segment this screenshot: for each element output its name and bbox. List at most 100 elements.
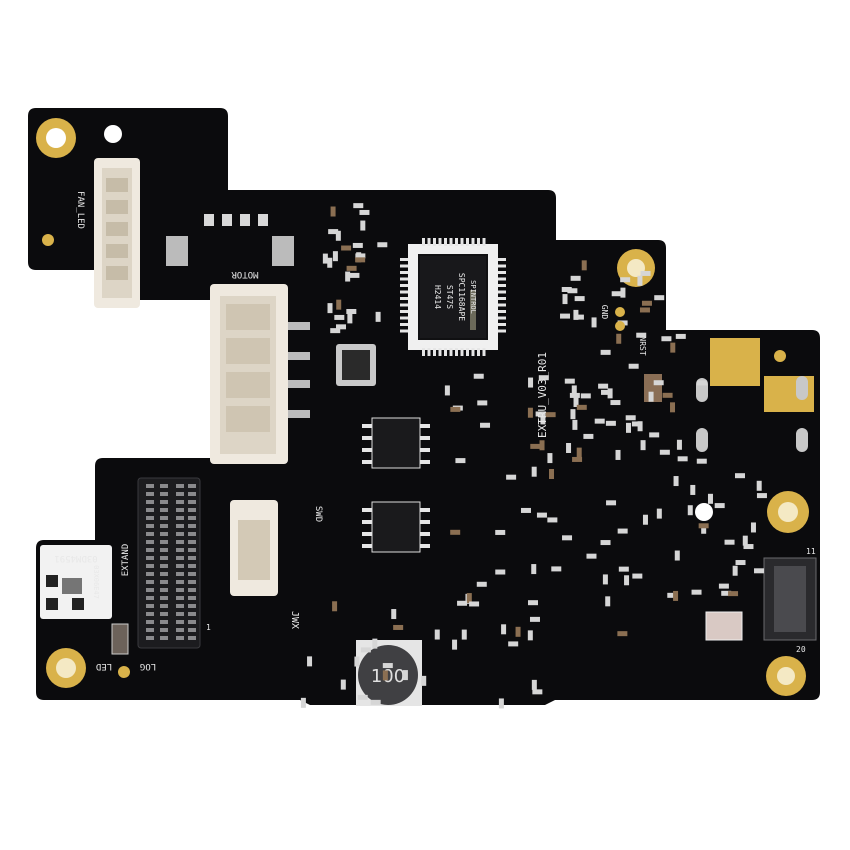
header-pin xyxy=(176,596,184,600)
header-pin xyxy=(176,532,184,536)
smd-part xyxy=(527,407,533,418)
header-pin xyxy=(146,564,154,568)
smd-part xyxy=(640,440,646,451)
mcu-lead xyxy=(498,323,506,326)
mcu-part: SPC1168APE xyxy=(457,273,466,321)
smd-part xyxy=(545,412,556,418)
smd-part xyxy=(335,230,341,241)
mounting-holes xyxy=(36,118,809,696)
mcu-lead xyxy=(433,348,436,356)
mcu-lead xyxy=(449,238,453,246)
smd-part xyxy=(570,275,581,281)
header-pin xyxy=(160,516,168,520)
smd-part xyxy=(721,590,732,596)
mcu-lead xyxy=(400,264,408,268)
smd-part xyxy=(547,517,558,523)
mcu-lead xyxy=(438,238,442,246)
qr-label xyxy=(40,545,112,619)
smd-part xyxy=(632,573,643,579)
header-pin xyxy=(160,500,168,504)
smd-part xyxy=(360,647,371,653)
mcu-lead xyxy=(400,316,408,320)
mcu-lead xyxy=(471,348,475,356)
smd-part xyxy=(677,456,688,462)
smd-part xyxy=(573,396,579,407)
smd-part xyxy=(480,422,491,428)
header-pin xyxy=(146,540,154,544)
header-pin xyxy=(188,596,196,600)
header-pin xyxy=(160,620,168,624)
smd-part xyxy=(594,418,605,424)
smd-part xyxy=(742,535,748,546)
header-pin xyxy=(176,628,184,632)
pad xyxy=(166,236,188,266)
silk-pin-11: 11 xyxy=(806,547,816,556)
smd-part xyxy=(673,476,679,487)
mcu-lead xyxy=(498,284,506,287)
header-pin xyxy=(176,540,184,544)
header-pin xyxy=(176,516,184,520)
ic-lead xyxy=(362,544,372,548)
header-pin xyxy=(160,540,168,544)
smd-part xyxy=(531,564,537,575)
smd-part xyxy=(561,286,572,292)
smd-part xyxy=(330,206,336,217)
mcu-lead xyxy=(400,290,408,294)
header-pin xyxy=(188,516,196,520)
smd-part xyxy=(382,663,393,669)
smd-part xyxy=(606,500,617,506)
smd-part xyxy=(327,303,333,314)
header-pin xyxy=(188,572,196,576)
smd-part xyxy=(562,535,573,541)
smd-part xyxy=(583,433,594,439)
smd-part xyxy=(639,307,650,313)
smd-part xyxy=(341,245,352,251)
mcu-lead xyxy=(477,348,480,356)
header-pin xyxy=(146,572,154,576)
header-pin xyxy=(160,508,168,512)
smd-part xyxy=(531,679,537,690)
led-component xyxy=(705,611,743,641)
smd-part xyxy=(605,596,611,607)
mcu-lead xyxy=(460,348,464,356)
header-pin xyxy=(146,484,154,488)
label-code: 03X06E47 xyxy=(92,565,100,599)
mcu-lead xyxy=(444,238,447,246)
header-pin xyxy=(146,516,154,520)
mcu-lead xyxy=(482,238,486,246)
header-pin xyxy=(160,588,168,592)
header-pin xyxy=(176,484,184,488)
header-pin xyxy=(160,604,168,608)
smd-pads xyxy=(204,214,268,226)
header-pin xyxy=(188,556,196,560)
header-pin xyxy=(188,636,196,640)
header-pin xyxy=(176,612,184,616)
mcu-lead xyxy=(498,290,506,294)
header-pin xyxy=(160,492,168,496)
smd-part xyxy=(547,453,553,464)
header-pin xyxy=(188,604,196,608)
smd-part xyxy=(628,363,639,369)
smd-part xyxy=(528,377,534,388)
smd-part xyxy=(732,565,738,576)
smd-part xyxy=(336,324,347,330)
smd-part xyxy=(360,220,366,231)
led-component xyxy=(111,623,129,655)
smd-part xyxy=(649,432,660,438)
fpc-connector xyxy=(763,557,817,641)
header-pin xyxy=(146,636,154,640)
ic-lead xyxy=(420,520,430,524)
smd-part xyxy=(620,287,626,298)
mcu-lead xyxy=(400,297,408,300)
ic-lead xyxy=(420,424,430,428)
ic-lead xyxy=(362,460,372,464)
mcu-lead xyxy=(455,238,458,246)
header-pin xyxy=(176,556,184,560)
mcu-lead xyxy=(498,329,506,333)
header-pin xyxy=(188,580,196,584)
smd-part xyxy=(444,385,450,396)
smd-part xyxy=(336,299,342,310)
smd-part xyxy=(648,391,654,402)
smd-part xyxy=(532,689,543,695)
header-pin xyxy=(160,484,168,488)
